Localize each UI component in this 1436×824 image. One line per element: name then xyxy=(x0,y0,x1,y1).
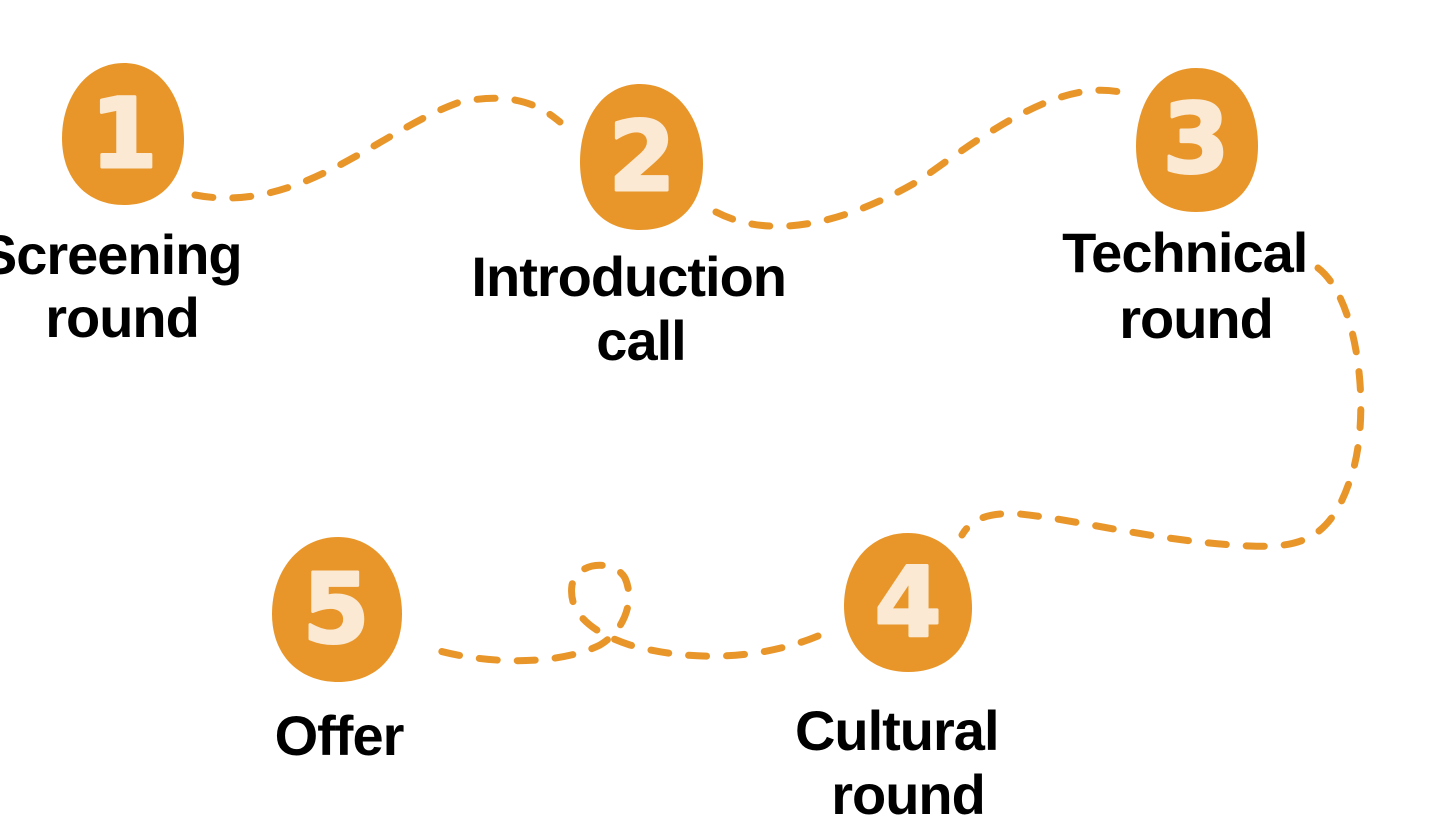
connector-1-to-2 xyxy=(191,94,564,202)
step-number: 5 xyxy=(303,553,370,665)
step-label: Introduction call xyxy=(471,245,800,372)
step-label: Offer xyxy=(275,704,404,767)
connector-3-to-4 xyxy=(958,264,1365,550)
step-number: 4 xyxy=(875,547,942,659)
step-3: 3 Technical round xyxy=(1062,68,1322,350)
step-5: 5 Offer xyxy=(272,537,405,767)
step-label: Screening round xyxy=(0,223,256,349)
step-number: 2 xyxy=(609,101,676,213)
step-label: Cultural round xyxy=(795,699,1013,824)
step-2: 2 Introduction call xyxy=(471,84,800,372)
connector-2-to-3 xyxy=(712,86,1124,230)
step-number: 1 xyxy=(91,78,158,190)
step-badge xyxy=(62,63,184,205)
step-badge xyxy=(1136,68,1258,212)
step-number: 3 xyxy=(1163,83,1230,195)
step-badge xyxy=(844,533,972,672)
step-4: 4 Cultural round xyxy=(795,533,1013,824)
step-label: Technical round xyxy=(1062,221,1322,350)
dashed-connectors xyxy=(191,86,1365,665)
connector-4-to-5-loop xyxy=(432,561,822,665)
step-1: 1 Screening round xyxy=(0,63,256,349)
step-badge xyxy=(272,537,402,682)
step-badge xyxy=(580,84,703,230)
